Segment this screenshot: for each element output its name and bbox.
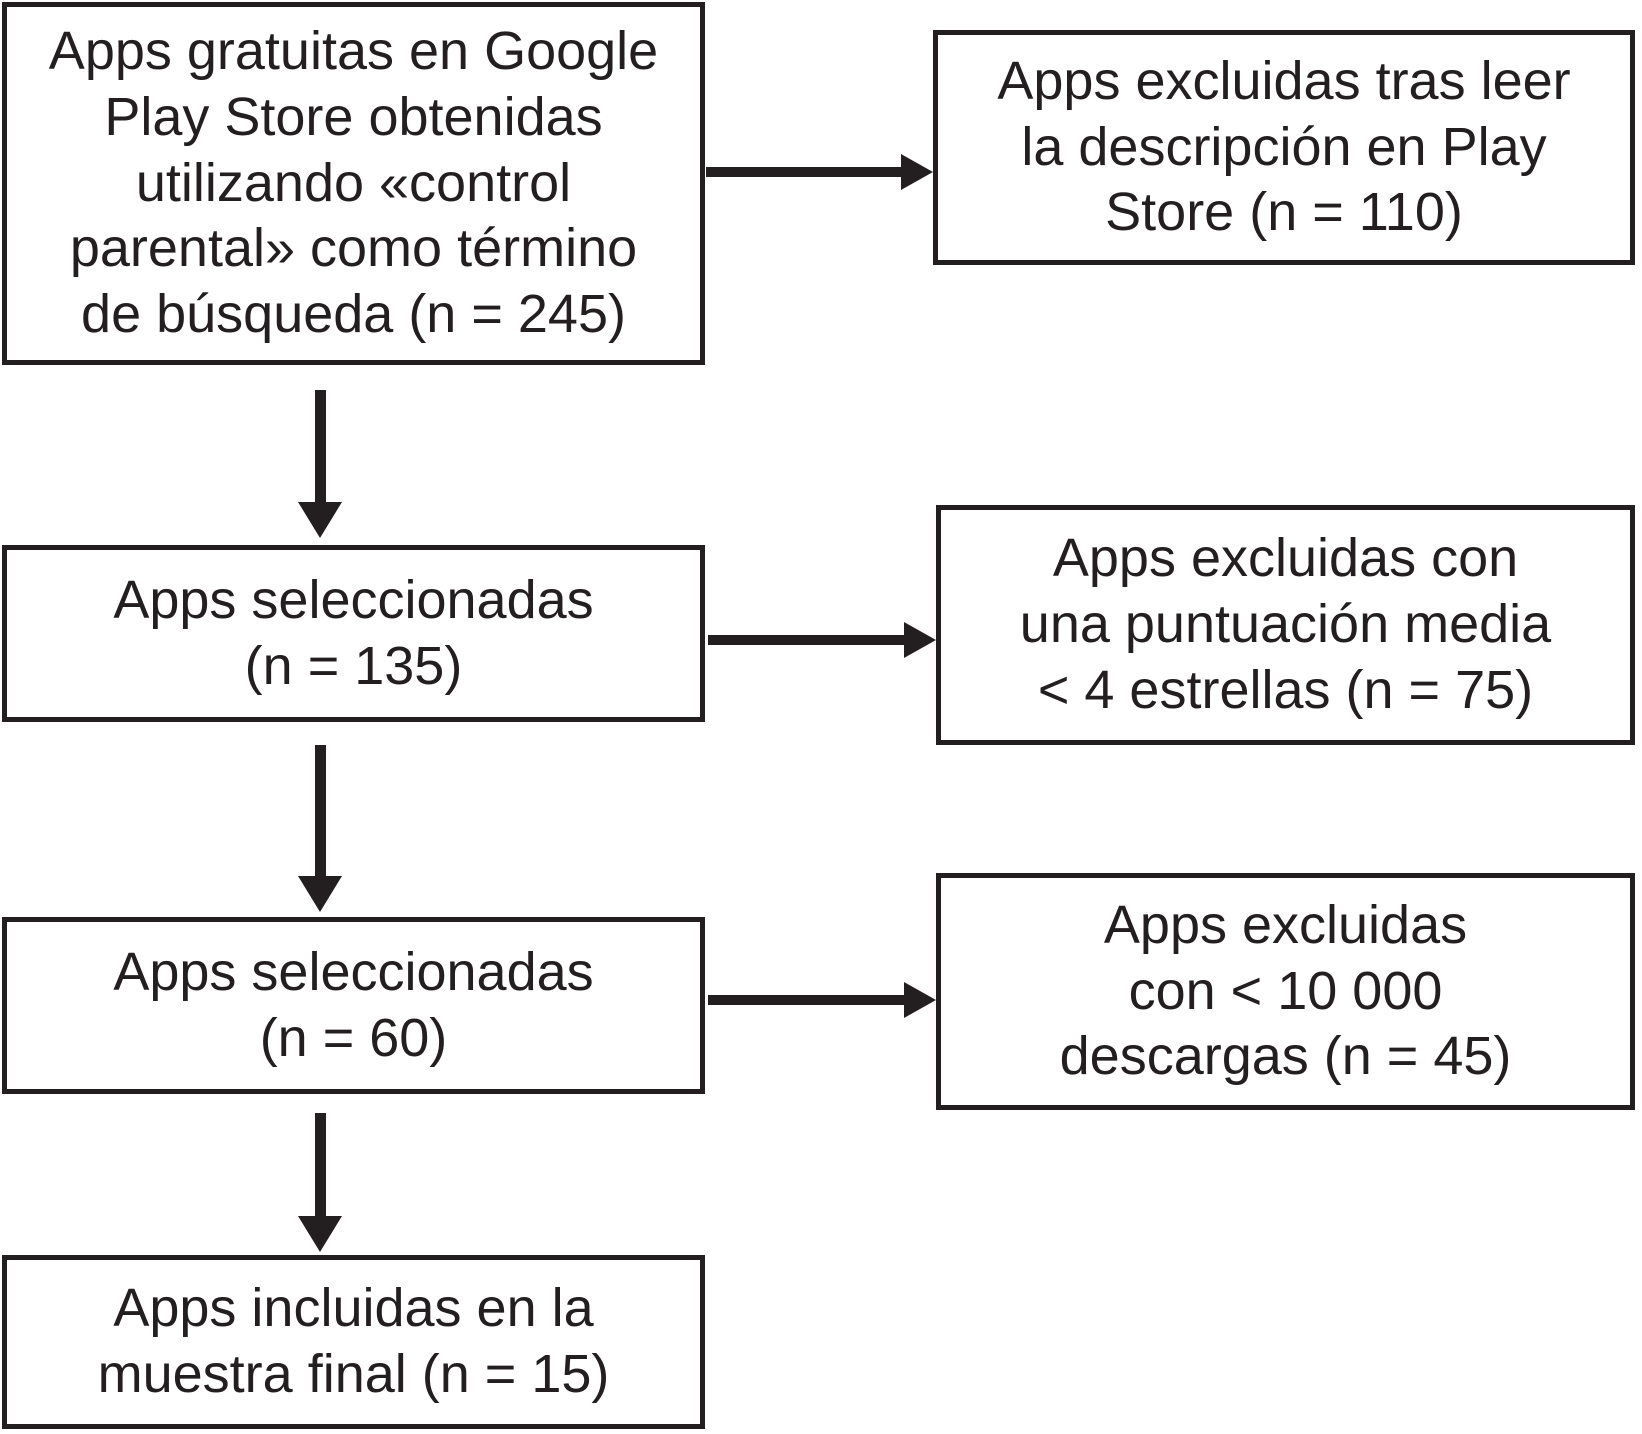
arrow-head [904, 982, 936, 1018]
arrow-shaft [706, 167, 901, 177]
node-selected-135-label: Apps seleccionadas (n = 135) [113, 569, 594, 696]
arrow-shaft [314, 1113, 326, 1216]
node-excluded-downloads-label: Apps excluidas con < 10 000 descargas (n… [1059, 894, 1512, 1087]
node-final-sample: Apps incluidas en la muestra final (n = … [2, 1255, 705, 1429]
node-source-label: Apps gratuitas en Google Play Store obte… [48, 20, 659, 345]
node-selected-60-label: Apps seleccionadas (n = 60) [113, 941, 594, 1068]
node-excluded-description: Apps excluidas tras leer la descripción … [933, 30, 1635, 265]
node-excluded-description-label: Apps excluidas tras leer la descripción … [997, 50, 1571, 243]
node-source: Apps gratuitas en Google Play Store obte… [2, 2, 705, 365]
node-excluded-rating: Apps excluidas con una puntuación media … [936, 505, 1635, 745]
arrow-shaft [314, 745, 326, 876]
arrow-head [901, 154, 933, 190]
arrow-head [298, 502, 342, 538]
arrow-down-2-icon [298, 745, 342, 912]
arrow-shaft [314, 390, 326, 502]
arrow-down-1-icon [298, 390, 342, 538]
node-final-sample-label: Apps incluidas en la muestra final (n = … [97, 1278, 610, 1404]
arrow-shaft [708, 635, 904, 645]
arrow-down-3-icon [298, 1113, 342, 1252]
arrow-head [298, 1216, 342, 1252]
arrow-right-1-icon [706, 154, 933, 190]
node-excluded-downloads: Apps excluidas con < 10 000 descargas (n… [936, 873, 1635, 1110]
node-selected-135: Apps seleccionadas (n = 135) [2, 545, 705, 722]
node-excluded-rating-label: Apps excluidas con una puntuación media … [1019, 528, 1552, 720]
arrow-right-3-icon [708, 982, 936, 1018]
arrow-head [298, 876, 342, 912]
arrow-head [904, 622, 936, 658]
arrow-right-2-icon [708, 622, 936, 658]
node-selected-60: Apps seleccionadas (n = 60) [2, 917, 705, 1094]
arrow-shaft [708, 995, 904, 1005]
